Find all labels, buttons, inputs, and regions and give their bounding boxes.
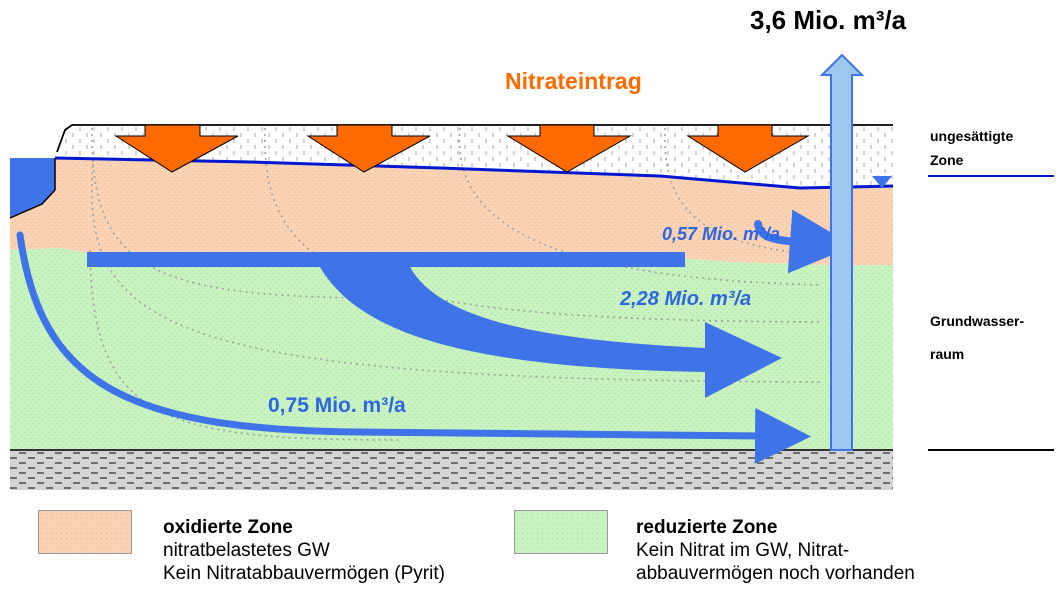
nitrate-arrows: [114, 124, 810, 173]
flow-bar: [87, 252, 685, 267]
flow-label-middle: 2,28 Mio. m³/a: [620, 288, 752, 310]
flow-label-upper: 0,57 Mio. m³/a: [662, 224, 781, 244]
legend-oxidized-title: oxidierte Zone: [163, 517, 293, 538]
flow-arrow-middle: [320, 267, 782, 398]
legend-swatch-reduced: [514, 510, 608, 554]
water-table-line: [54, 156, 894, 190]
legend-oxidized: oxidierte Zone nitratbelastetes GW Kein …: [163, 516, 445, 585]
total-extraction-label: 3,6 Mio. m³/a: [750, 5, 907, 35]
water-table-symbol: [872, 176, 892, 188]
legend-reduced-line2: abbauvermögen noch vorhanden: [636, 563, 915, 584]
zone-label-unsaturated-2: Zone: [930, 152, 964, 168]
oxidized-zone: [10, 158, 893, 265]
legend-oxidized-line1: nitratbelastetes GW: [163, 540, 330, 561]
nitrate-input-label: Nitrateintrag: [505, 68, 642, 94]
extraction-well: [819, 53, 865, 451]
reduced-zone: [10, 248, 893, 450]
flow-arrow-upper: [754, 209, 854, 274]
flow-arrow-lower: [16, 231, 811, 464]
zone-label-groundwater-1: Grundwasser-: [930, 313, 1025, 329]
legend-oxidized-line2: Kein Nitratabbauvermögen (Pyrit): [163, 563, 445, 584]
ground-surface: [56, 124, 893, 153]
zone-label-groundwater-2: raum: [930, 346, 965, 362]
zone-label-unsaturated-1: ungesättigte: [930, 128, 1014, 144]
flow-label-lower: 0,75 Mio. m³/a: [268, 394, 406, 417]
river: [10, 158, 55, 218]
legend-reduced: reduzierte Zone Kein Nitrat im GW, Nitra…: [636, 516, 915, 585]
legend-reduced-title: reduzierte Zone: [636, 517, 778, 538]
legend-reduced-line1: Kein Nitrat im GW, Nitrat-: [636, 540, 850, 561]
legend-swatch-oxidized: [38, 510, 132, 554]
aquitard-base: [10, 450, 893, 490]
